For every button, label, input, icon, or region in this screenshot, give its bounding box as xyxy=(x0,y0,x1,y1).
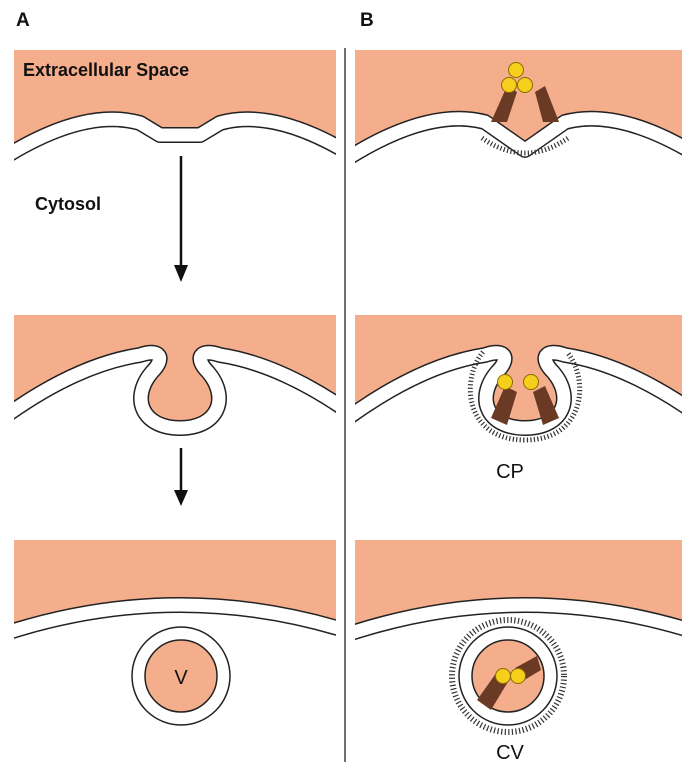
panel-b-letter: B xyxy=(360,10,374,31)
extracellular-space-label: Extracellular Space xyxy=(23,60,189,80)
clathrin-coat xyxy=(480,135,570,156)
panel-a-stage-1-membrane xyxy=(14,50,336,160)
coated-vesicle-label: CV xyxy=(496,742,524,764)
panel-b xyxy=(355,50,682,635)
panel-a-stage-3-membrane xyxy=(14,540,336,635)
panel-a-vesicle xyxy=(131,626,231,726)
coated-vesicle xyxy=(449,617,567,735)
receptor-pair xyxy=(491,86,559,122)
panel-b-stage-2 xyxy=(355,315,682,443)
panel-b-stage-1 xyxy=(355,50,682,160)
ligand-cluster xyxy=(497,374,539,390)
coated-pit-label: CP xyxy=(496,461,524,483)
receptor-pair xyxy=(491,386,559,425)
clathrin-coat xyxy=(467,350,583,443)
panel-a-stage-2-membrane xyxy=(14,315,336,428)
panel-b-stage-3 xyxy=(355,540,682,635)
vesicle-label: V xyxy=(174,667,188,689)
ligand-cluster xyxy=(495,668,526,684)
panel-a xyxy=(14,50,336,635)
ligand-cluster xyxy=(501,62,533,93)
cytosol-label: Cytosol xyxy=(35,194,101,214)
panel-a-letter: A xyxy=(16,10,30,31)
panel-a-arrow-1 xyxy=(174,156,188,282)
panel-a-arrow-2 xyxy=(174,448,188,506)
clathrin-coat xyxy=(449,617,567,735)
